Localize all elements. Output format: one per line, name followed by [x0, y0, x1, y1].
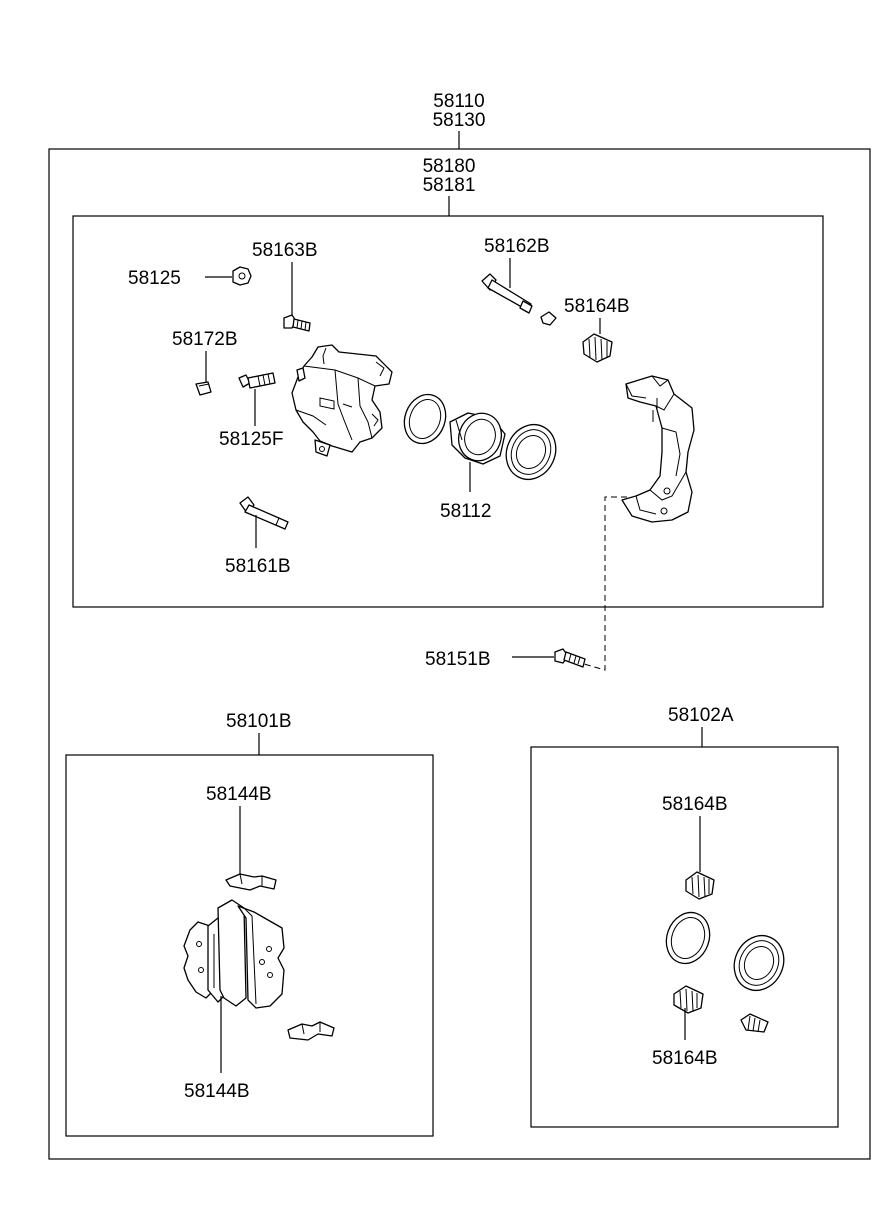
pad-clip-top-part — [225, 873, 277, 891]
label-58164B-top: 58164B — [564, 296, 630, 317]
label-caliper-58181: 58181 — [423, 175, 476, 196]
label-58172B: 58172B — [172, 329, 238, 350]
guide-pin-58161B-part — [239, 496, 289, 530]
seal-kit-frame — [530, 746, 839, 1128]
bleeder-valve-58125F-part — [238, 372, 276, 389]
label-58162B: 58162B — [484, 236, 550, 257]
guide-bolt-58163B-part — [283, 314, 311, 332]
label-58144B-bottom: 58144B — [184, 1081, 250, 1102]
caliper-bracket-part — [621, 375, 695, 523]
label-58125: 58125 — [128, 268, 181, 289]
piston-boot-part — [505, 424, 557, 480]
mounting-bolt-58151B-part — [554, 648, 586, 668]
label-caliper-58180: 58180 — [423, 156, 476, 177]
pad-kit-frame — [65, 754, 434, 1137]
dust-boot-kit-top-part — [685, 871, 715, 900]
label-58101B: 58101B — [226, 711, 292, 732]
label-58125F: 58125F — [219, 429, 283, 450]
mounting-dashed-line — [583, 496, 627, 671]
label-58161B: 58161B — [225, 556, 291, 577]
piston-58112-part — [449, 412, 506, 465]
label-58164B-kit-bottom: 58164B — [652, 1048, 718, 1069]
bleeder-cap-part — [232, 266, 252, 286]
caliper-body-part — [291, 344, 393, 457]
piston-boot-kit-part — [733, 935, 785, 991]
label-58112: 58112 — [440, 501, 491, 522]
pad-clip-bottom-part — [287, 1021, 335, 1041]
label-58151B: 58151B — [425, 649, 491, 670]
seal-ring-kit-part — [665, 911, 711, 965]
label-58164B-kit-top: 58164B — [662, 794, 728, 815]
label-58144B-top: 58144B — [206, 784, 272, 805]
pin-cap-part — [540, 311, 557, 326]
caliper-housing-frame — [72, 215, 824, 608]
brake-pad-inner-part — [217, 899, 285, 1009]
dust-boot-58164B-part — [582, 333, 613, 363]
piston-seal-ring-part — [403, 393, 447, 445]
label-58163B: 58163B — [252, 240, 318, 261]
label-58102A: 58102A — [668, 705, 734, 726]
guide-pin-58162B-part — [481, 273, 533, 314]
label-assembly-58110: 58110 — [433, 91, 484, 112]
bleeder-screw-58172B-part — [195, 381, 212, 396]
pin-boot-kit-part — [740, 1013, 769, 1033]
label-assembly-58130: 58130 — [433, 110, 486, 131]
dust-boot-kit-bottom-part — [673, 985, 704, 1014]
